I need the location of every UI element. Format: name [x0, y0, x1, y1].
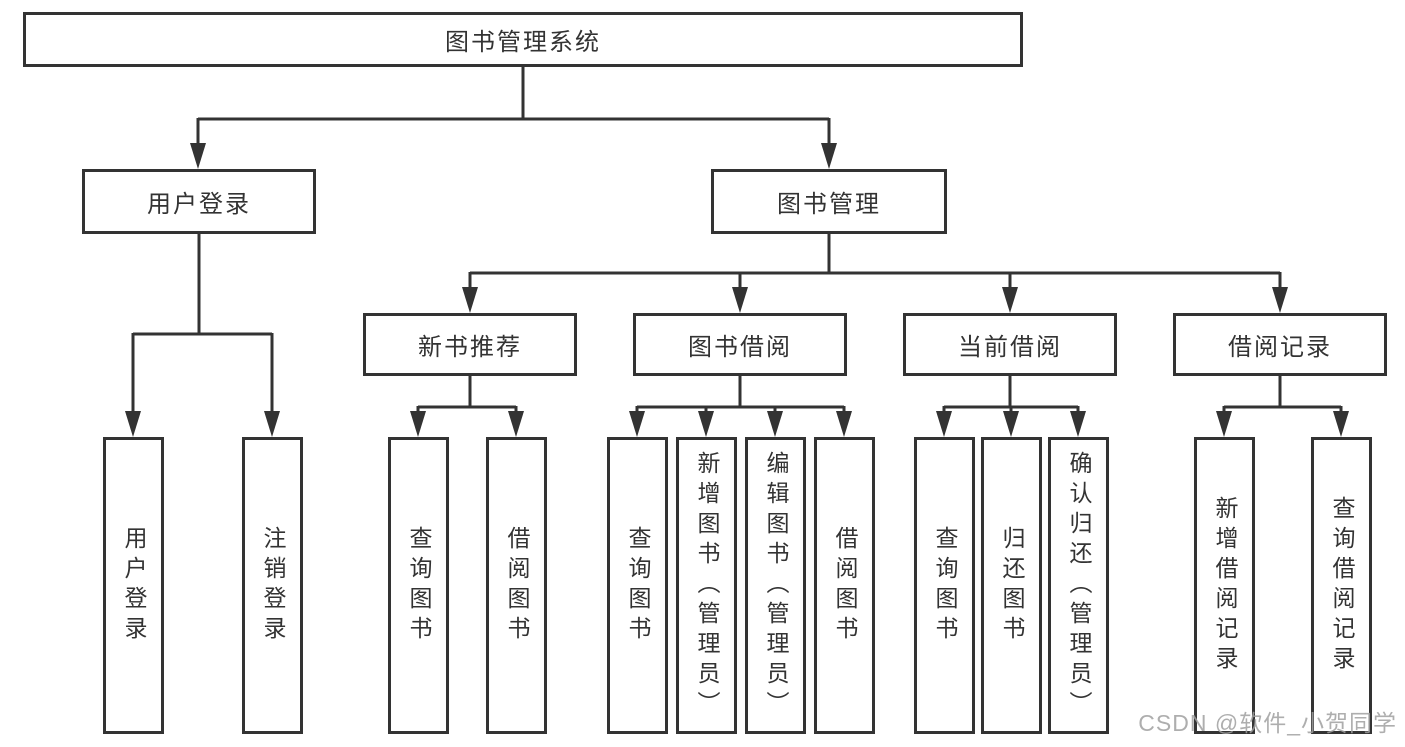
leaf-logout-label: 注销登录	[260, 525, 286, 646]
leaf-nbr-query-books-label: 查询图书	[406, 525, 432, 646]
node-book-management-label: 图书管理	[777, 191, 881, 218]
leaf-bb-edit-books-admin: 编辑图书（管理员）	[745, 437, 806, 734]
leaf-cb-query-books: 查询图书	[914, 437, 975, 734]
leaf-bb-query-books-label: 查询图书	[625, 525, 651, 646]
node-new-book-recommend: 新书推荐	[363, 313, 577, 376]
leaf-cb-return-books-label: 归还图书	[999, 525, 1025, 646]
node-book-borrow-label: 图书借阅	[688, 334, 792, 361]
leaf-bb-borrow-books: 借阅图书	[814, 437, 875, 734]
node-new-book-recommend-label: 新书推荐	[418, 334, 522, 361]
leaf-nbr-borrow-books: 借阅图书	[486, 437, 547, 734]
leaf-cb-return-books: 归还图书	[981, 437, 1042, 734]
node-current-borrow-label: 当前借阅	[958, 334, 1062, 361]
node-root-label: 图书管理系统	[445, 29, 601, 56]
leaf-bb-add-books-admin: 新增图书（管理员）	[676, 437, 737, 734]
node-user-login-label: 用户登录	[147, 191, 251, 218]
leaf-cb-confirm-return-admin: 确认归还（管理员）	[1048, 437, 1109, 734]
leaf-bb-borrow-books-label: 借阅图书	[832, 525, 858, 646]
leaf-br-query-record: 查询借阅记录	[1311, 437, 1372, 734]
leaf-cb-query-books-label: 查询图书	[932, 525, 958, 646]
leaf-br-add-record-label: 新增借阅记录	[1212, 495, 1238, 676]
node-borrow-records-label: 借阅记录	[1228, 334, 1332, 361]
leaf-bb-add-books-admin-label: 新增图书（管理员）	[694, 450, 720, 721]
leaf-bb-query-books: 查询图书	[607, 437, 668, 734]
leaf-bb-edit-books-admin-label: 编辑图书（管理员）	[763, 450, 789, 721]
node-root: 图书管理系统	[23, 12, 1023, 67]
node-current-borrow: 当前借阅	[903, 313, 1117, 376]
node-borrow-records: 借阅记录	[1173, 313, 1387, 376]
arrowheads	[125, 143, 1349, 437]
leaf-br-query-record-label: 查询借阅记录	[1329, 495, 1355, 676]
leaf-br-add-record: 新增借阅记录	[1194, 437, 1255, 734]
node-user-login: 用户登录	[82, 169, 316, 234]
leaf-nbr-borrow-books-label: 借阅图书	[504, 525, 530, 646]
node-book-management: 图书管理	[711, 169, 947, 234]
leaf-user-login: 用户登录	[103, 437, 164, 734]
leaf-user-login-label: 用户登录	[121, 525, 147, 646]
leaf-nbr-query-books: 查询图书	[388, 437, 449, 734]
leaf-logout: 注销登录	[242, 437, 303, 734]
node-book-borrow: 图书借阅	[633, 313, 847, 376]
leaf-cb-confirm-return-admin-label: 确认归还（管理员）	[1066, 450, 1092, 721]
